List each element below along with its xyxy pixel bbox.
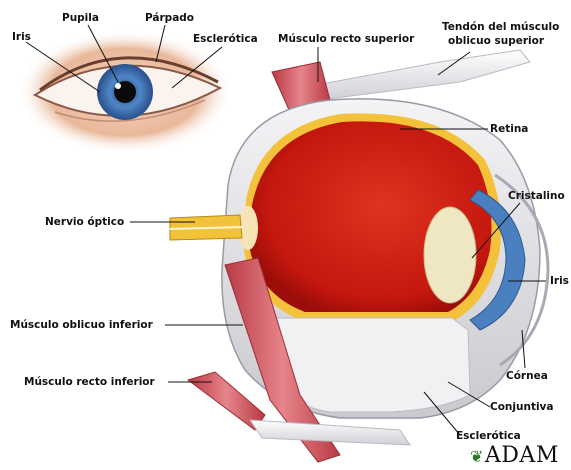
adam-logo-text: ADAM xyxy=(485,443,559,468)
label-retina: Retina xyxy=(490,123,528,135)
label-nervio-optico: Nervio óptico xyxy=(45,216,124,228)
label-conjuntiva: Conjuntiva xyxy=(490,401,554,413)
label-tendon-line1: Tendón del músculo xyxy=(442,21,559,33)
label-cristalino: Cristalino xyxy=(508,190,565,202)
inferior-tendon xyxy=(250,420,410,445)
label-tendon-line2: oblicuo superior xyxy=(448,35,544,47)
leaf-icon: ❦ xyxy=(470,447,484,466)
label-iris-top: Iris xyxy=(12,31,31,43)
label-esclerotica-top: Esclerótica xyxy=(193,33,258,45)
label-esclerotica-bottom: Esclerótica xyxy=(456,430,521,442)
label-musculo-oblicuo-inferior: Músculo oblicuo inferior xyxy=(10,319,153,331)
label-parpado: Párpado xyxy=(145,12,194,24)
label-pupila: Pupila xyxy=(62,12,99,24)
adam-logo: ❦ADAM xyxy=(470,444,559,469)
lens xyxy=(424,207,476,303)
label-cornea: Córnea xyxy=(506,370,548,382)
label-musculo-recto-inferior: Músculo recto inferior xyxy=(24,376,155,388)
label-iris-right: Iris xyxy=(550,275,569,287)
label-musculo-recto-superior: Músculo recto superior xyxy=(278,33,414,45)
external-eye xyxy=(17,30,233,154)
superior-oblique-tendon xyxy=(300,50,530,100)
